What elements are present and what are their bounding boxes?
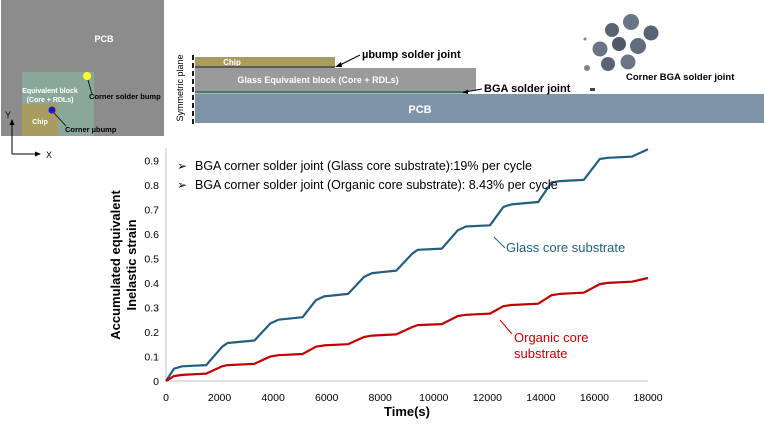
x-tick-label: 8000 [369, 392, 393, 404]
glass-block-rect [195, 68, 476, 91]
y-tick-label: 0.5 [144, 253, 159, 265]
top-block-label-line2: (Core + RDLs) [27, 97, 74, 104]
y-tick-label: 0.6 [144, 229, 159, 241]
x-tick-label: 0 [163, 392, 169, 404]
y-tick-label: 0 [153, 376, 159, 388]
bga-joint-label: BGA solder joint [484, 83, 571, 95]
corner-bump-label: Corner solder bump [89, 92, 161, 101]
ubump-pointer-head [335, 62, 342, 67]
axis-y-letter: Y [5, 110, 11, 120]
x-axis-title: Time(s) [384, 404, 430, 419]
strain-chart: 0 2000 4000 6000 8000 10000 12000 14000 16000 180… [108, 148, 663, 419]
glass-block-label: Glass Equivalent block (Core + RDLs) [237, 75, 398, 85]
top-view-diagram: PCB Equivalent block (Core + RDLs) Chip … [1, 0, 164, 160]
legend-note-2: BGA corner solder joint (Organic core su… [195, 178, 558, 192]
x-tick-label: 14000 [526, 392, 555, 404]
top-pcb-label: PCB [94, 34, 114, 44]
y-axis-title-line1: Accumulated equivalent [108, 190, 123, 340]
organic-series-line [165, 276, 649, 382]
side-pcb-label: PCB [408, 104, 431, 116]
y-tick-label: 0.3 [144, 302, 159, 314]
corner-ubump-pointer [53, 112, 67, 127]
x-arrow-head [35, 151, 41, 157]
x-tick-label: 4000 [261, 392, 285, 404]
bga-pointer-head [462, 89, 468, 94]
corner-bga-image [583, 14, 659, 71]
note-bullet-2: ➢ [177, 178, 187, 192]
ubump-joint-label: µbump solder joint [362, 49, 461, 61]
organic-series-annotation-line2: substrate [514, 346, 567, 361]
ubump-layer [195, 66, 335, 68]
side-chip-label: Chip [223, 58, 241, 67]
axis-x-letter: X [46, 150, 52, 160]
y-tick-label: 0.4 [144, 278, 159, 290]
corner-bga-marker [590, 88, 595, 91]
side-chip-rect [195, 57, 335, 66]
x-tick-label: 16000 [580, 392, 609, 404]
corner-bga-label: Corner BGA solder joint [626, 72, 735, 83]
y-tick-labels: 0 0.1 0.2 0.3 0.4 0.5 0.6 0.7 0.8 0.9 [144, 155, 159, 388]
x-tick-label: 18000 [633, 392, 662, 404]
corner-ubump-label: Corner µbump [65, 125, 117, 134]
y-axis-title-line2: Inelastic strain [124, 219, 139, 310]
y-tick-label: 0.7 [144, 204, 159, 216]
top-block-label-line1: Equivalent block [22, 88, 78, 95]
x-tick-label: 2000 [208, 392, 232, 404]
ubump-pointer [337, 54, 361, 67]
x-tick-label: 12000 [473, 392, 502, 404]
top-chip-label: Chip [32, 119, 48, 126]
glass-annotation-pointer [493, 236, 506, 249]
y-tick-label: 0.8 [144, 180, 159, 192]
glass-series-line [165, 148, 649, 382]
corner-bump-dot [83, 72, 91, 80]
x-tick-label: 10000 [419, 392, 448, 404]
x-tick-labels: 0 2000 4000 6000 8000 10000 12000 14000 16000 180… [163, 392, 663, 404]
side-pcb-rect [195, 94, 764, 123]
y-tick-label: 0.2 [144, 327, 159, 339]
y-tick-label: 0.9 [144, 155, 159, 167]
organic-series-annotation-line1: Organic core [514, 330, 588, 345]
x-tick-label: 6000 [315, 392, 339, 404]
y-arrow-head [9, 119, 15, 125]
y-tick-label: 0.1 [144, 351, 159, 363]
organic-annotation-pointer [499, 319, 513, 335]
bga-layer [195, 91, 465, 94]
corner-bump-pointer [87, 79, 93, 95]
legend-note-1: BGA corner solder joint (Glass core subs… [195, 159, 532, 173]
glass-series-annotation: Glass core substrate [506, 240, 625, 255]
side-view-diagram: Symmetric plane Chip Glass Equivalent bl… [175, 14, 764, 126]
symmetric-plane-label: Symmetric plane [175, 54, 185, 121]
note-bullet-1: ➢ [177, 159, 187, 173]
series-lines [165, 148, 649, 382]
corner-ubump-dot [48, 106, 56, 114]
